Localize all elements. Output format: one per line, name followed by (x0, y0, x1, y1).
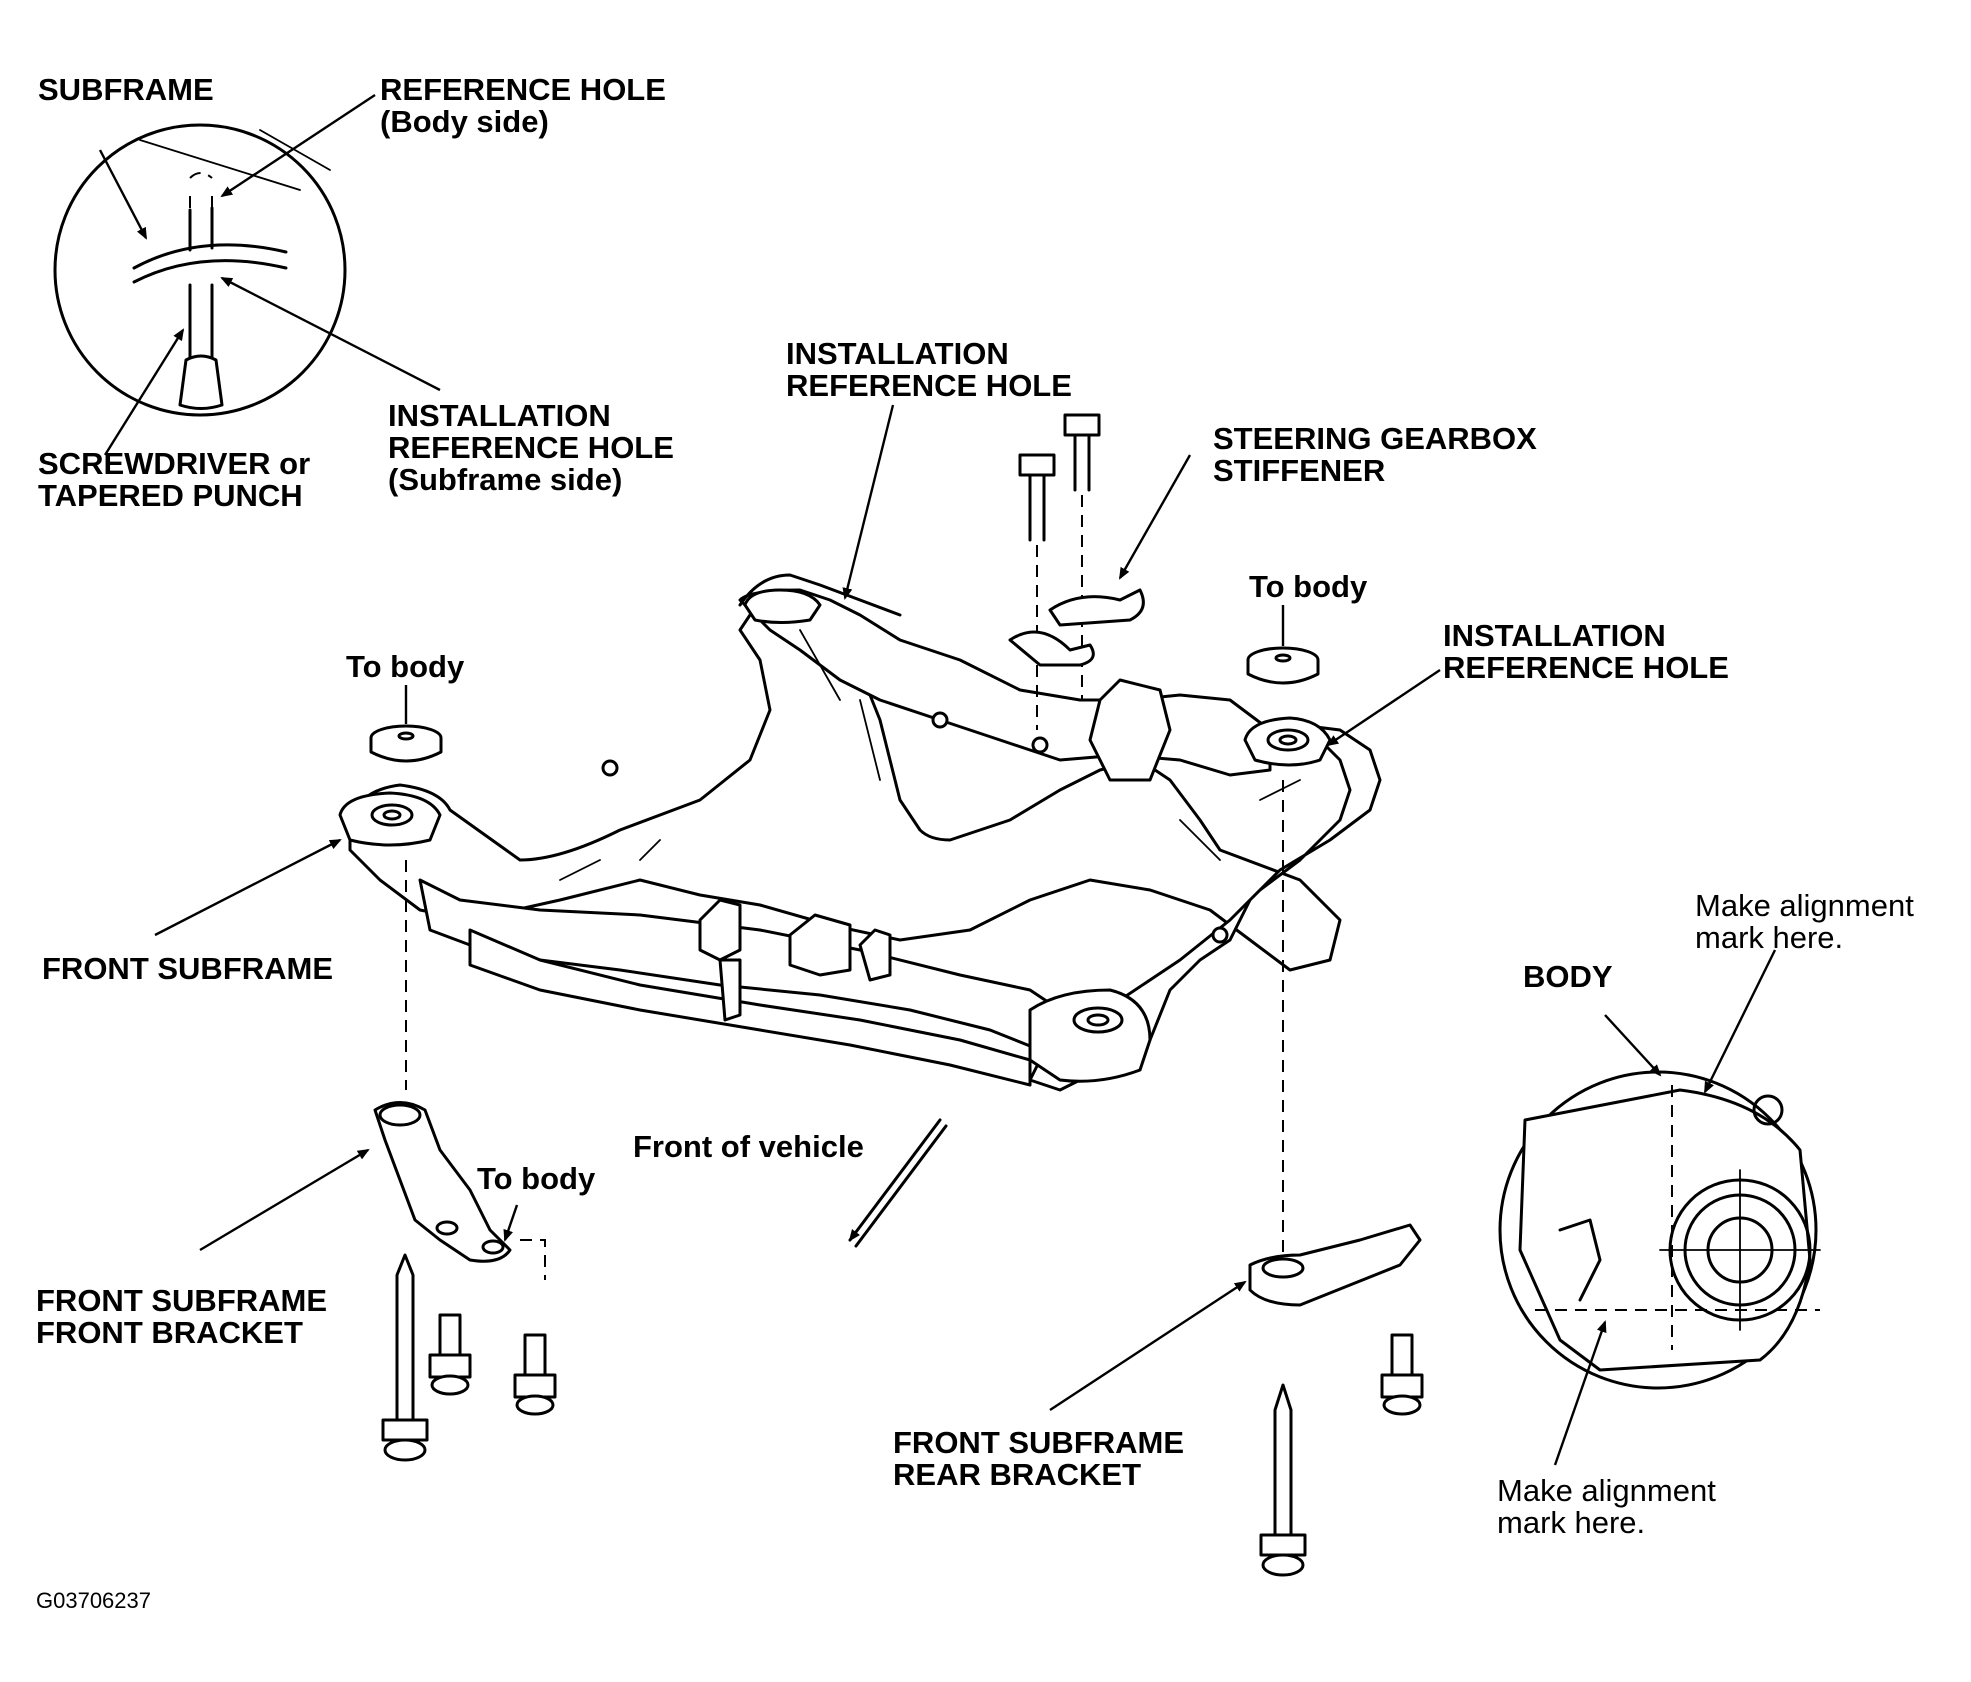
bushing-left (369, 724, 443, 763)
label-line: REFERENCE HOLE (380, 72, 666, 107)
label-line: Make alignment (1695, 888, 1914, 923)
leader-lines (98, 93, 1777, 1466)
label-front-subframe: FRONT SUBFRAME (42, 951, 334, 986)
label-line: REFERENCE HOLE (786, 368, 1072, 403)
label-line: mark here. (1695, 920, 1844, 955)
label-line: FRONT SUBFRAME (36, 1283, 328, 1318)
label-line: REAR BRACKET (893, 1457, 1141, 1492)
figure-code: G03706237 (36, 1588, 151, 1613)
front-bracket-part (373, 1101, 512, 1263)
label-subframe: SUBFRAME (38, 72, 214, 107)
label-line: TAPERED PUNCH (38, 478, 303, 513)
label-line: SCREWDRIVER or (38, 446, 311, 481)
label-steering-gearbox-stiffener: STEERING GEARBOX STIFFENER (1213, 423, 1537, 487)
label-line: INSTALLATION (786, 336, 1009, 371)
label-to-body-bracket: To body (477, 1161, 596, 1196)
label-line: FRONT BRACKET (36, 1315, 303, 1350)
label-front-of-vehicle: Front of vehicle (633, 1129, 864, 1164)
label-to-body-left: To body (346, 649, 465, 684)
label-line: Make alignment (1497, 1473, 1716, 1508)
label-reference-hole-body: REFERENCE HOLE (Body side) (380, 74, 666, 138)
label-installation-reference-hole-right: INSTALLATION REFERENCE HOLE (1443, 620, 1729, 684)
front-of-vehicle-arrow (848, 1118, 942, 1242)
rear-bracket-bolts (1259, 1333, 1424, 1577)
label-line: mark here. (1497, 1505, 1646, 1540)
label-screwdriver: SCREWDRIVER or TAPERED PUNCH (38, 448, 310, 512)
label-line: STIFFENER (1213, 453, 1386, 488)
label-make-alignment-mark-top: Make alignment mark here. (1695, 890, 1914, 954)
label-installation-reference-hole-top: INSTALLATION REFERENCE HOLE (786, 338, 1072, 402)
label-line: (Subframe side) (388, 462, 623, 497)
detail-circle-alignment-mark (1498, 1070, 1821, 1390)
label-make-alignment-mark-bottom: Make alignment mark here. (1497, 1475, 1716, 1539)
bushing-right (1246, 646, 1320, 685)
front-subframe-assembly (338, 573, 1382, 1092)
label-to-body-right: To body (1249, 569, 1368, 604)
label-line: INSTALLATION (388, 398, 611, 433)
label-front-subframe-rear-bracket: FRONT SUBFRAME REAR BRACKET (893, 1427, 1184, 1491)
label-line: FRONT SUBFRAME (893, 1425, 1185, 1460)
label-line: REFERENCE HOLE (388, 430, 674, 465)
front-bracket-bolts (381, 1253, 557, 1462)
rear-bracket-part (1248, 1223, 1422, 1307)
stiffener-bolts (1008, 413, 1145, 730)
label-line: REFERENCE HOLE (1443, 650, 1729, 685)
label-line: STEERING GEARBOX (1213, 421, 1537, 456)
label-line: (Body side) (380, 104, 549, 139)
label-line: INSTALLATION (1443, 618, 1666, 653)
label-front-subframe-front-bracket: FRONT SUBFRAME FRONT BRACKET (36, 1285, 327, 1349)
label-body: BODY (1523, 959, 1613, 994)
detail-circle-reference-hole (53, 123, 347, 417)
label-installation-reference-hole-subframe: INSTALLATION REFERENCE HOLE (Subframe si… (388, 400, 674, 496)
